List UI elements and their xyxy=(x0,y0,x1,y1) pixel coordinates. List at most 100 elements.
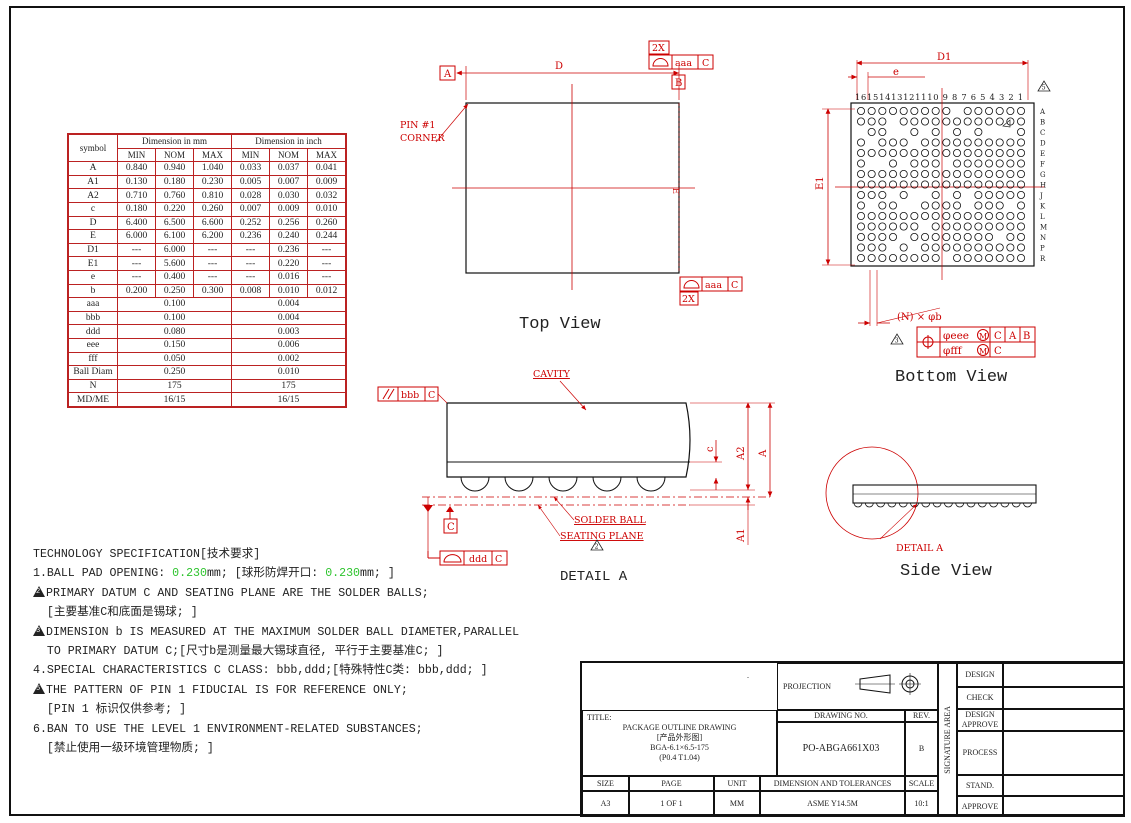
solder-ball xyxy=(953,148,962,157)
solder-ball xyxy=(953,190,962,199)
side-view: DETAIL A xyxy=(825,446,1037,554)
spec-line-6: 6.BAN TO USE THE LEVEL 1 ENVIRONMENT-REL… xyxy=(33,722,423,736)
solder-ball xyxy=(1006,190,1015,199)
solder-ball xyxy=(889,180,898,189)
solder-ball xyxy=(867,243,876,252)
side-ball xyxy=(1011,502,1021,508)
solder-ball xyxy=(985,169,994,178)
detail-ball xyxy=(504,476,534,492)
solder-ball xyxy=(910,127,919,136)
solder-ball xyxy=(910,180,919,189)
solder-ball xyxy=(974,117,983,126)
side-ball xyxy=(944,502,953,508)
col-symbol: symbol xyxy=(67,133,118,163)
solder-ball xyxy=(963,169,972,178)
side-ball xyxy=(921,502,931,508)
bottom-view: D1 e E1 16151413121110 9 8 7 6 5 4 3 2 1… xyxy=(815,52,1051,358)
solder-ball xyxy=(974,190,983,199)
label-aaa-bot: aaa xyxy=(705,280,722,291)
solder-ball xyxy=(931,253,940,262)
solder-ball xyxy=(921,201,930,210)
tb-scale-label: SCALE xyxy=(905,776,938,791)
solder-ball xyxy=(985,201,994,210)
solder-ball xyxy=(1017,127,1026,136)
datum-A: A xyxy=(443,69,452,80)
solder-ball xyxy=(1006,222,1015,231)
detail-a-view: bbb C CAVITY A1 A A2 c A1 xyxy=(377,369,775,566)
solder-ball xyxy=(985,148,994,157)
label-D: D xyxy=(555,61,563,72)
dim-A: A xyxy=(758,449,769,458)
spec-line-4: 4.SPECIAL CHARACTERISTICS C CLASS: bbb,d… xyxy=(33,664,488,678)
datum-B: B xyxy=(675,78,682,89)
side-ball xyxy=(989,502,998,508)
solder-ball xyxy=(931,211,940,220)
solder-ball xyxy=(857,138,866,147)
label-C-ddd: C xyxy=(495,554,502,565)
solder-ball xyxy=(910,169,919,178)
solder-ball xyxy=(867,222,876,231)
row-letter: M xyxy=(1040,224,1047,232)
label-solder-ball: SOLDER BALL xyxy=(574,515,646,526)
detail-ball xyxy=(548,476,578,492)
solder-ball xyxy=(985,117,994,126)
tri2-detail: 2 xyxy=(595,543,599,551)
solder-ball xyxy=(1006,117,1015,126)
solder-ball xyxy=(867,127,876,136)
solder-balls xyxy=(460,476,666,492)
side-ball xyxy=(898,502,908,508)
solder-ball xyxy=(899,138,908,147)
label-C-bot: C xyxy=(731,280,738,291)
tb-rev-label: REV. xyxy=(905,710,938,722)
solder-ball xyxy=(985,243,994,252)
tb-rev: B xyxy=(905,722,938,776)
spec-heading: TECHNOLOGY SPECIFICATION[技术要求] xyxy=(33,548,261,561)
label-detail-a-side: DETAIL A xyxy=(896,543,943,554)
tb-check-val xyxy=(1003,687,1125,709)
solder-ball xyxy=(931,232,940,241)
solder-ball xyxy=(974,169,983,178)
solder-ball xyxy=(963,222,972,231)
solder-ball xyxy=(942,222,951,231)
solder-ball xyxy=(867,190,876,199)
solder-ball xyxy=(889,211,898,220)
tb-dot: . xyxy=(747,671,749,680)
table-row: D1---6.000------0.236--- xyxy=(67,242,347,258)
detail-ball xyxy=(460,476,490,492)
solder-ball xyxy=(963,180,972,189)
tb-size: A3 xyxy=(582,791,629,817)
solder-ball xyxy=(921,148,930,157)
label-C-top: C xyxy=(702,58,709,69)
solder-ball xyxy=(889,138,898,147)
solder-ball xyxy=(974,180,983,189)
tb-approve: APPROVE xyxy=(957,796,1003,817)
solder-ball xyxy=(1006,253,1015,262)
solder-ball xyxy=(985,253,994,262)
solder-ball xyxy=(921,243,930,252)
solder-ball xyxy=(867,169,876,178)
label-bbb: bbb xyxy=(401,390,419,401)
solder-ball xyxy=(931,107,940,116)
solder-ball xyxy=(878,211,887,220)
solder-ball xyxy=(963,148,972,157)
solder-ball xyxy=(1006,169,1015,178)
solder-ball xyxy=(867,117,876,126)
label-cavity: CAVITY xyxy=(533,369,571,380)
solder-ball xyxy=(942,138,951,147)
solder-ball xyxy=(867,148,876,157)
solder-ball xyxy=(899,243,908,252)
solder-ball xyxy=(899,190,908,199)
solder-ball xyxy=(1017,169,1026,178)
solder-ball xyxy=(1006,232,1015,241)
solder-ball xyxy=(1006,107,1015,116)
solder-ball xyxy=(1017,201,1026,210)
m-circle-2: M xyxy=(979,347,987,356)
solder-ball xyxy=(867,180,876,189)
